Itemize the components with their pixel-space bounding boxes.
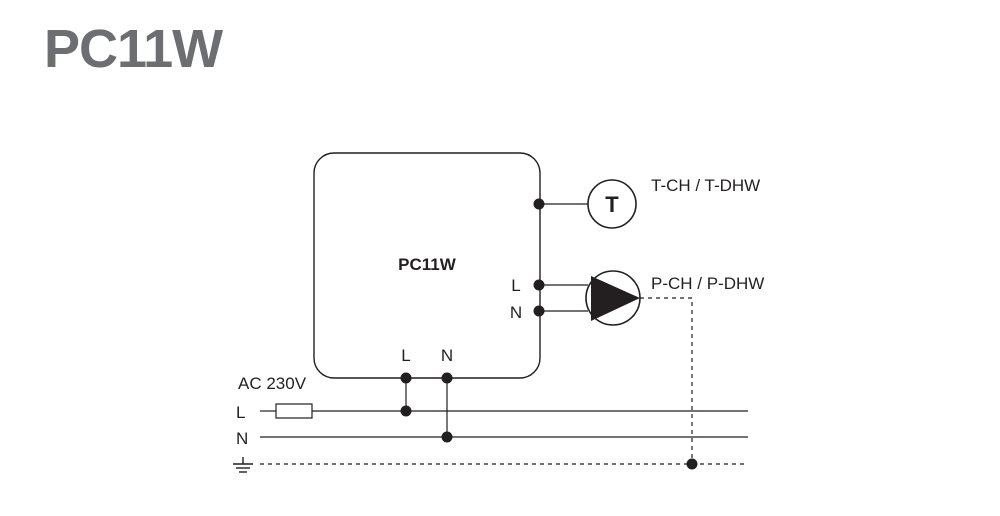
supply-terminal-l-label: L [401,346,410,365]
output-terminal-l-dot [533,279,545,291]
pump-label: P-CH / P-DHW [651,274,764,293]
pump-icon [585,270,641,326]
output-terminal-n-label: N [510,303,522,322]
page-title: PC11W [44,19,223,79]
supply-terminal-n-label: N [441,346,453,365]
supply-terminal-l-dot [400,372,412,384]
sensor-symbol: T [605,192,619,217]
pump-earth-wire [640,297,693,464]
supply-line-n-label: N [236,429,248,448]
junction-l-dot [400,405,412,417]
junction-earth-dot [686,458,698,470]
junction-n-dot [441,431,453,443]
supply-terminal-n-dot [441,372,453,384]
output-terminal-n-dot [533,305,545,317]
output-terminal-l-label: L [511,276,520,295]
earth-ground-icon [233,457,253,473]
supply-line-l-label: L [236,403,245,422]
sensor-label: T-CH / T-DHW [651,176,760,195]
temperature-sensor-icon: T [587,179,637,229]
sensor-terminal-dot [533,198,545,210]
controller-label: PC11W [398,255,457,274]
controller-box [313,152,541,379]
supply-voltage-label: AC 230V [238,374,307,393]
fuse-icon [275,403,313,419]
